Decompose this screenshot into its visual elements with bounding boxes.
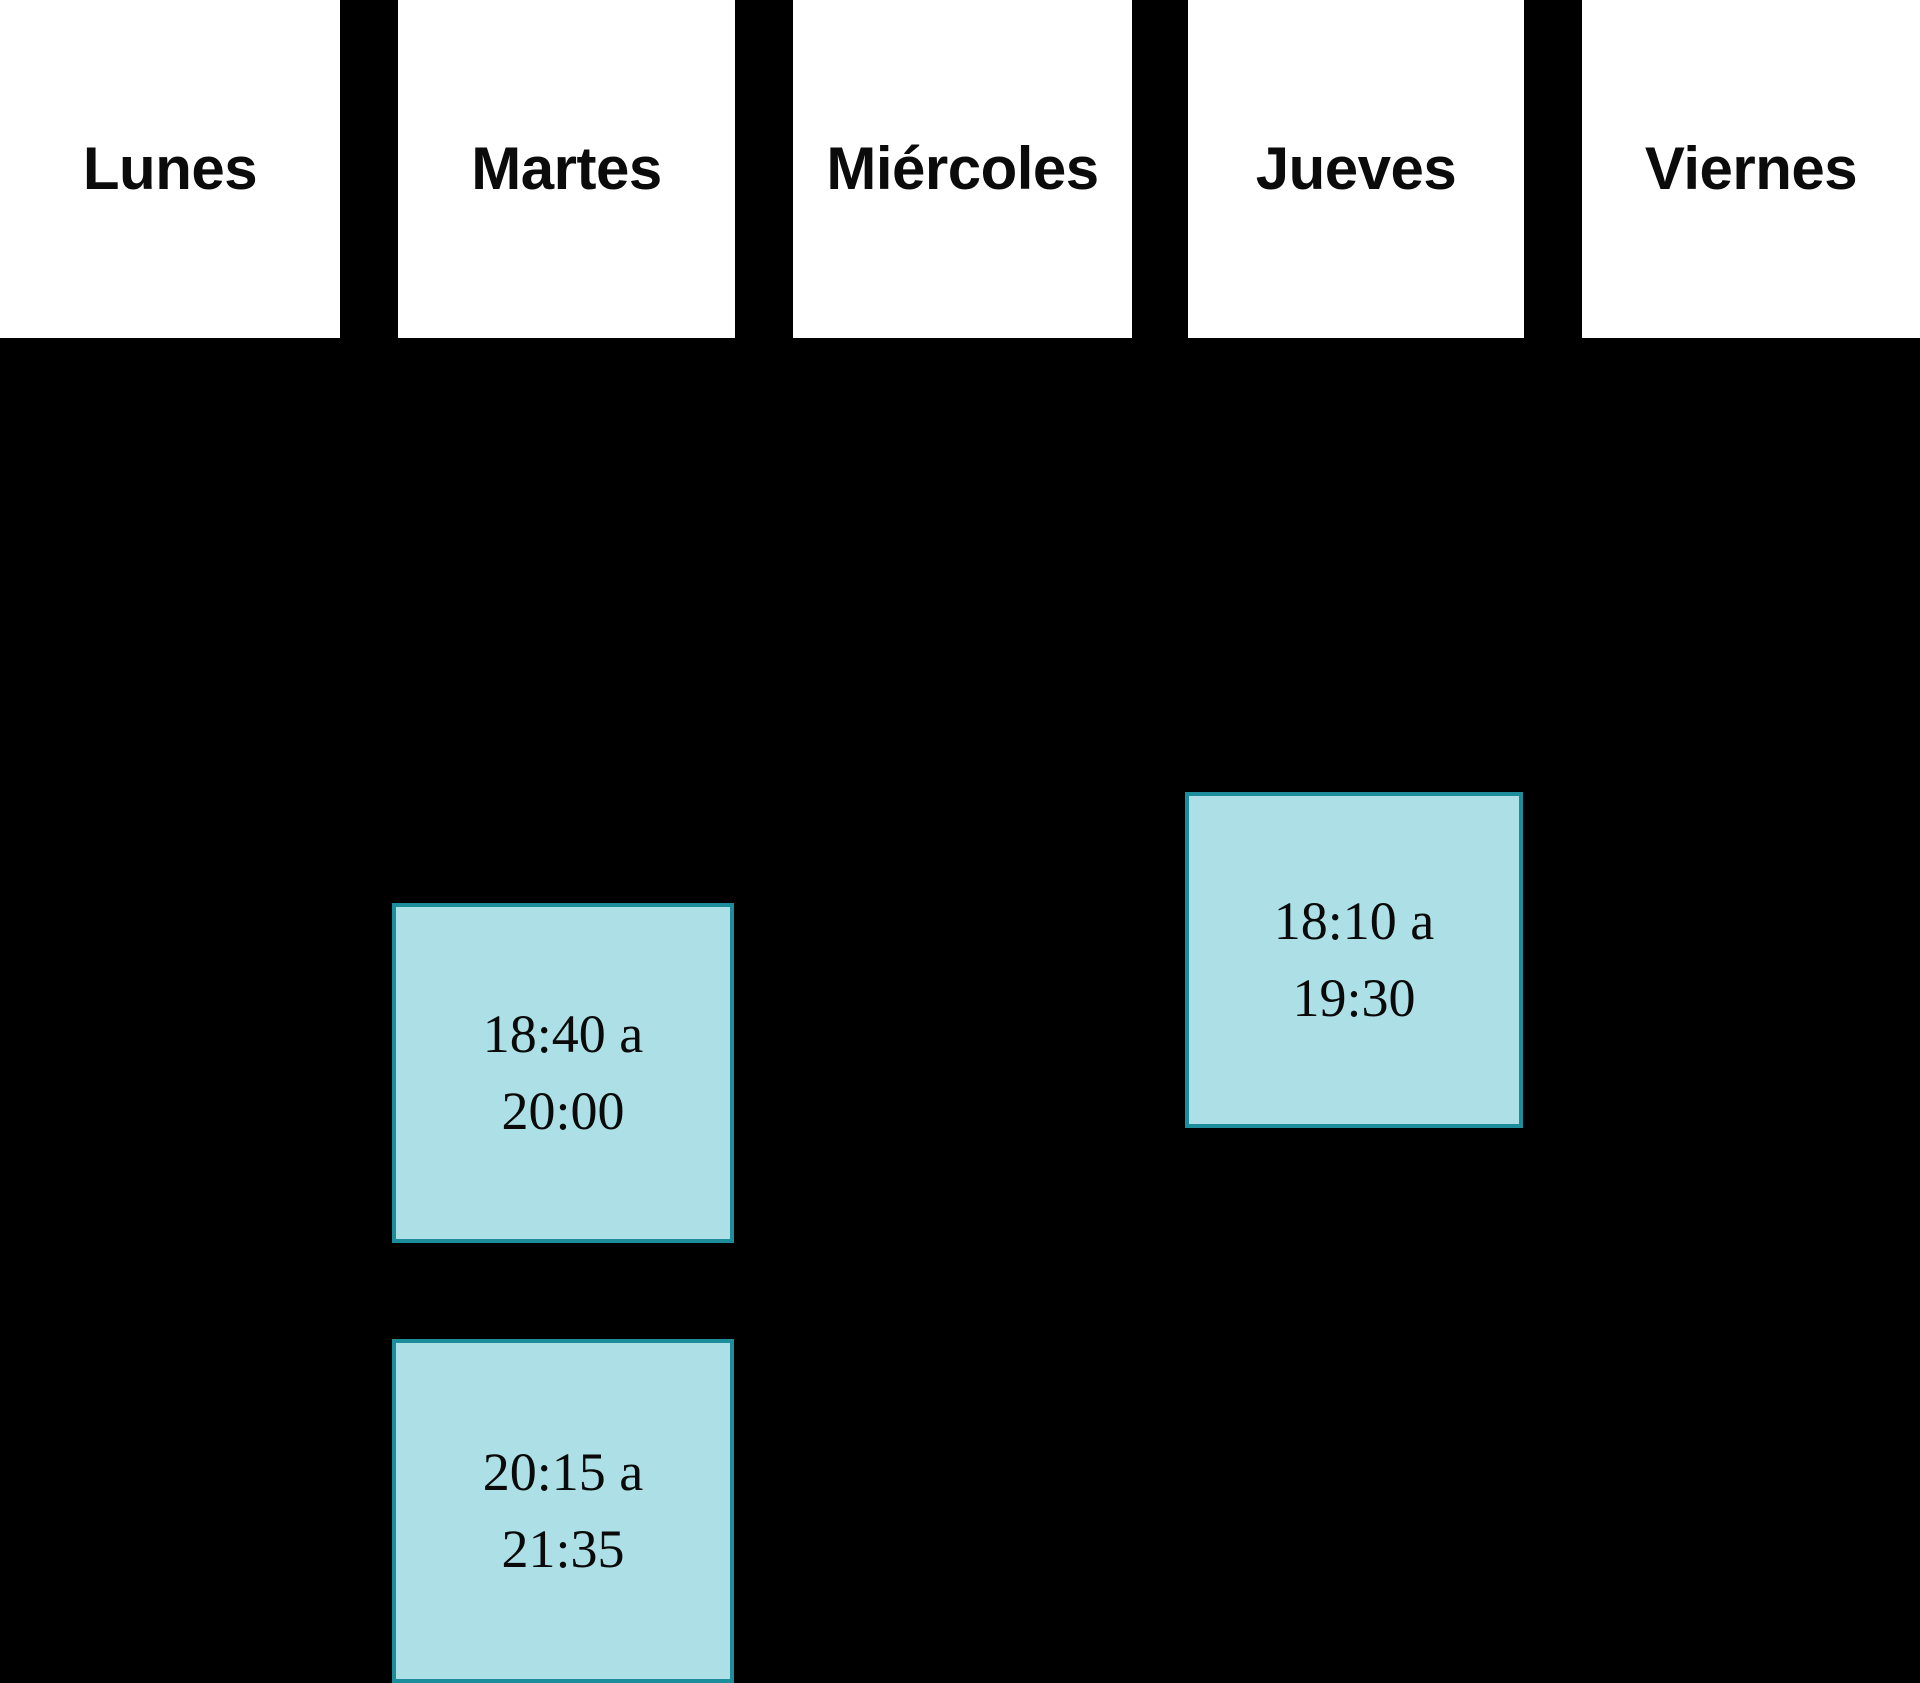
day-header-label: Jueves bbox=[1255, 135, 1457, 202]
day-header-label: Miércoles bbox=[826, 135, 1099, 202]
event-card-martes-2015[interactable]: 20:15 a 21:35 bbox=[392, 1339, 734, 1683]
event-time-line-start: 20:15 a bbox=[482, 1442, 644, 1503]
event-time-line-start: 18:40 a bbox=[482, 1004, 644, 1065]
event-layer: 18:40 a 20:00 20:15 a 21:35 18:10 a 19:3… bbox=[0, 338, 1920, 1683]
day-header-label: Viernes bbox=[1644, 135, 1858, 202]
day-header-label: Lunes bbox=[82, 135, 258, 202]
event-card-martes-1840[interactable]: 18:40 a 20:00 bbox=[392, 903, 734, 1243]
day-header-row: Lunes Martes Miércoles Jueves Viernes bbox=[0, 0, 1920, 338]
event-time-line-end: 20:00 bbox=[501, 1081, 625, 1141]
day-header-martes[interactable]: Martes bbox=[398, 0, 735, 338]
event-card-jueves-1810[interactable]: 18:10 a 19:30 bbox=[1185, 792, 1523, 1128]
day-header-miercoles[interactable]: Miércoles bbox=[793, 0, 1132, 338]
event-time-line-start: 18:10 a bbox=[1273, 891, 1435, 952]
event-time-line-end: 19:30 bbox=[1292, 968, 1416, 1028]
day-header-label: Martes bbox=[471, 135, 662, 202]
day-header-jueves[interactable]: Jueves bbox=[1188, 0, 1524, 338]
event-time-line-end: 21:35 bbox=[501, 1519, 625, 1579]
day-header-lunes[interactable]: Lunes bbox=[0, 0, 340, 338]
day-header-viernes[interactable]: Viernes bbox=[1582, 0, 1920, 338]
